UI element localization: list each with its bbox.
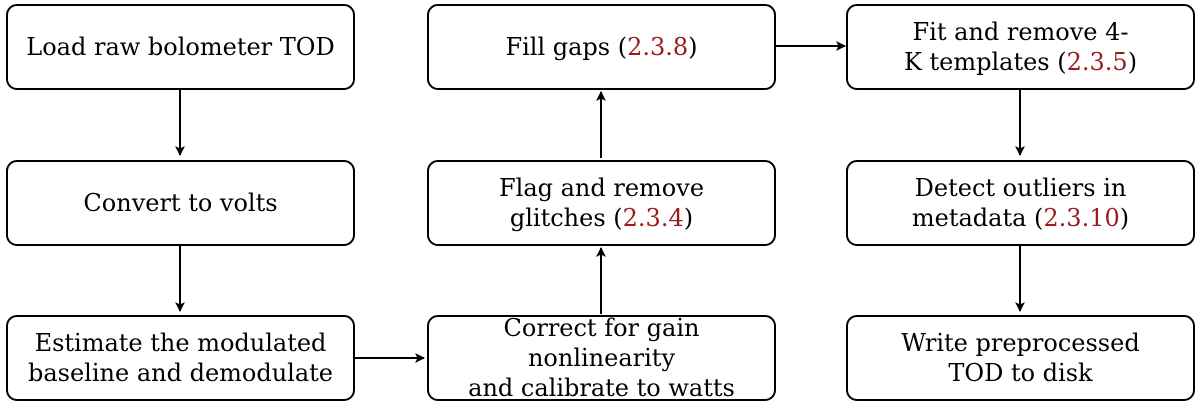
node-correct-gain: Correct for gain nonlinearity and calibr… — [427, 314, 776, 402]
node-estimate-baseline: Estimate the modulated baseline and demo… — [6, 315, 355, 401]
node-fill-gaps: Fill gaps (2.3.8) — [427, 4, 776, 90]
node-estimate-line-2: baseline and demodulate — [27, 359, 333, 387]
node-fill-tail: ) — [688, 33, 698, 61]
node-fit-line-1: Fit and remove 4- — [912, 18, 1129, 46]
node-convert-to-volts: Convert to volts — [6, 160, 355, 246]
node-detect-text: metadata ( — [911, 204, 1044, 232]
node-flag-line-2: glitches (2.3.4) — [499, 203, 704, 233]
node-fit-text: K templates ( — [903, 48, 1067, 76]
node-write-line-1: Write preprocessed — [901, 329, 1140, 357]
section-reference-link[interactable]: 2.3.4 — [622, 204, 684, 232]
node-fit-line-2: K templates (2.3.5) — [904, 47, 1137, 77]
node-correct-line-2: and calibrate to watts — [468, 374, 735, 402]
node-detect-line-2: metadata (2.3.10) — [912, 203, 1129, 233]
node-fit-templates: Fit and remove 4- K templates (2.3.5) — [846, 4, 1195, 90]
node-detect-line-1: Detect outliers in — [914, 174, 1127, 202]
section-reference-link[interactable]: 2.3.8 — [627, 33, 689, 61]
node-write-line-2: TOD to disk — [948, 359, 1093, 387]
node-flag-text: glitches ( — [509, 204, 623, 232]
node-flag-tail: ) — [683, 204, 694, 232]
section-reference-link[interactable]: 2.3.5 — [1066, 48, 1128, 76]
node-write-tod: Write preprocessed TOD to disk — [846, 315, 1195, 401]
node-fit-tail: ) — [1127, 48, 1138, 76]
node-flag-glitches: Flag and remove glitches (2.3.4) — [427, 160, 776, 246]
node-load-line-1: Load raw bolometer TOD — [26, 33, 335, 61]
node-fill-line-1: Fill gaps (2.3.8) — [505, 32, 697, 62]
node-detect-outliers: Detect outliers in metadata (2.3.10) — [846, 160, 1195, 246]
node-detect-tail: ) — [1119, 204, 1130, 232]
node-convert-line-1: Convert to volts — [83, 189, 278, 217]
node-fill-text: Fill gaps ( — [505, 33, 628, 61]
section-reference-link[interactable]: 2.3.10 — [1043, 204, 1120, 232]
node-flag-line-1: Flag and remove — [498, 174, 705, 202]
node-load-raw-tod: Load raw bolometer TOD — [6, 4, 355, 90]
node-estimate-line-1: Estimate the modulated — [34, 329, 327, 357]
node-correct-line-1: Correct for gain nonlinearity — [503, 314, 700, 372]
